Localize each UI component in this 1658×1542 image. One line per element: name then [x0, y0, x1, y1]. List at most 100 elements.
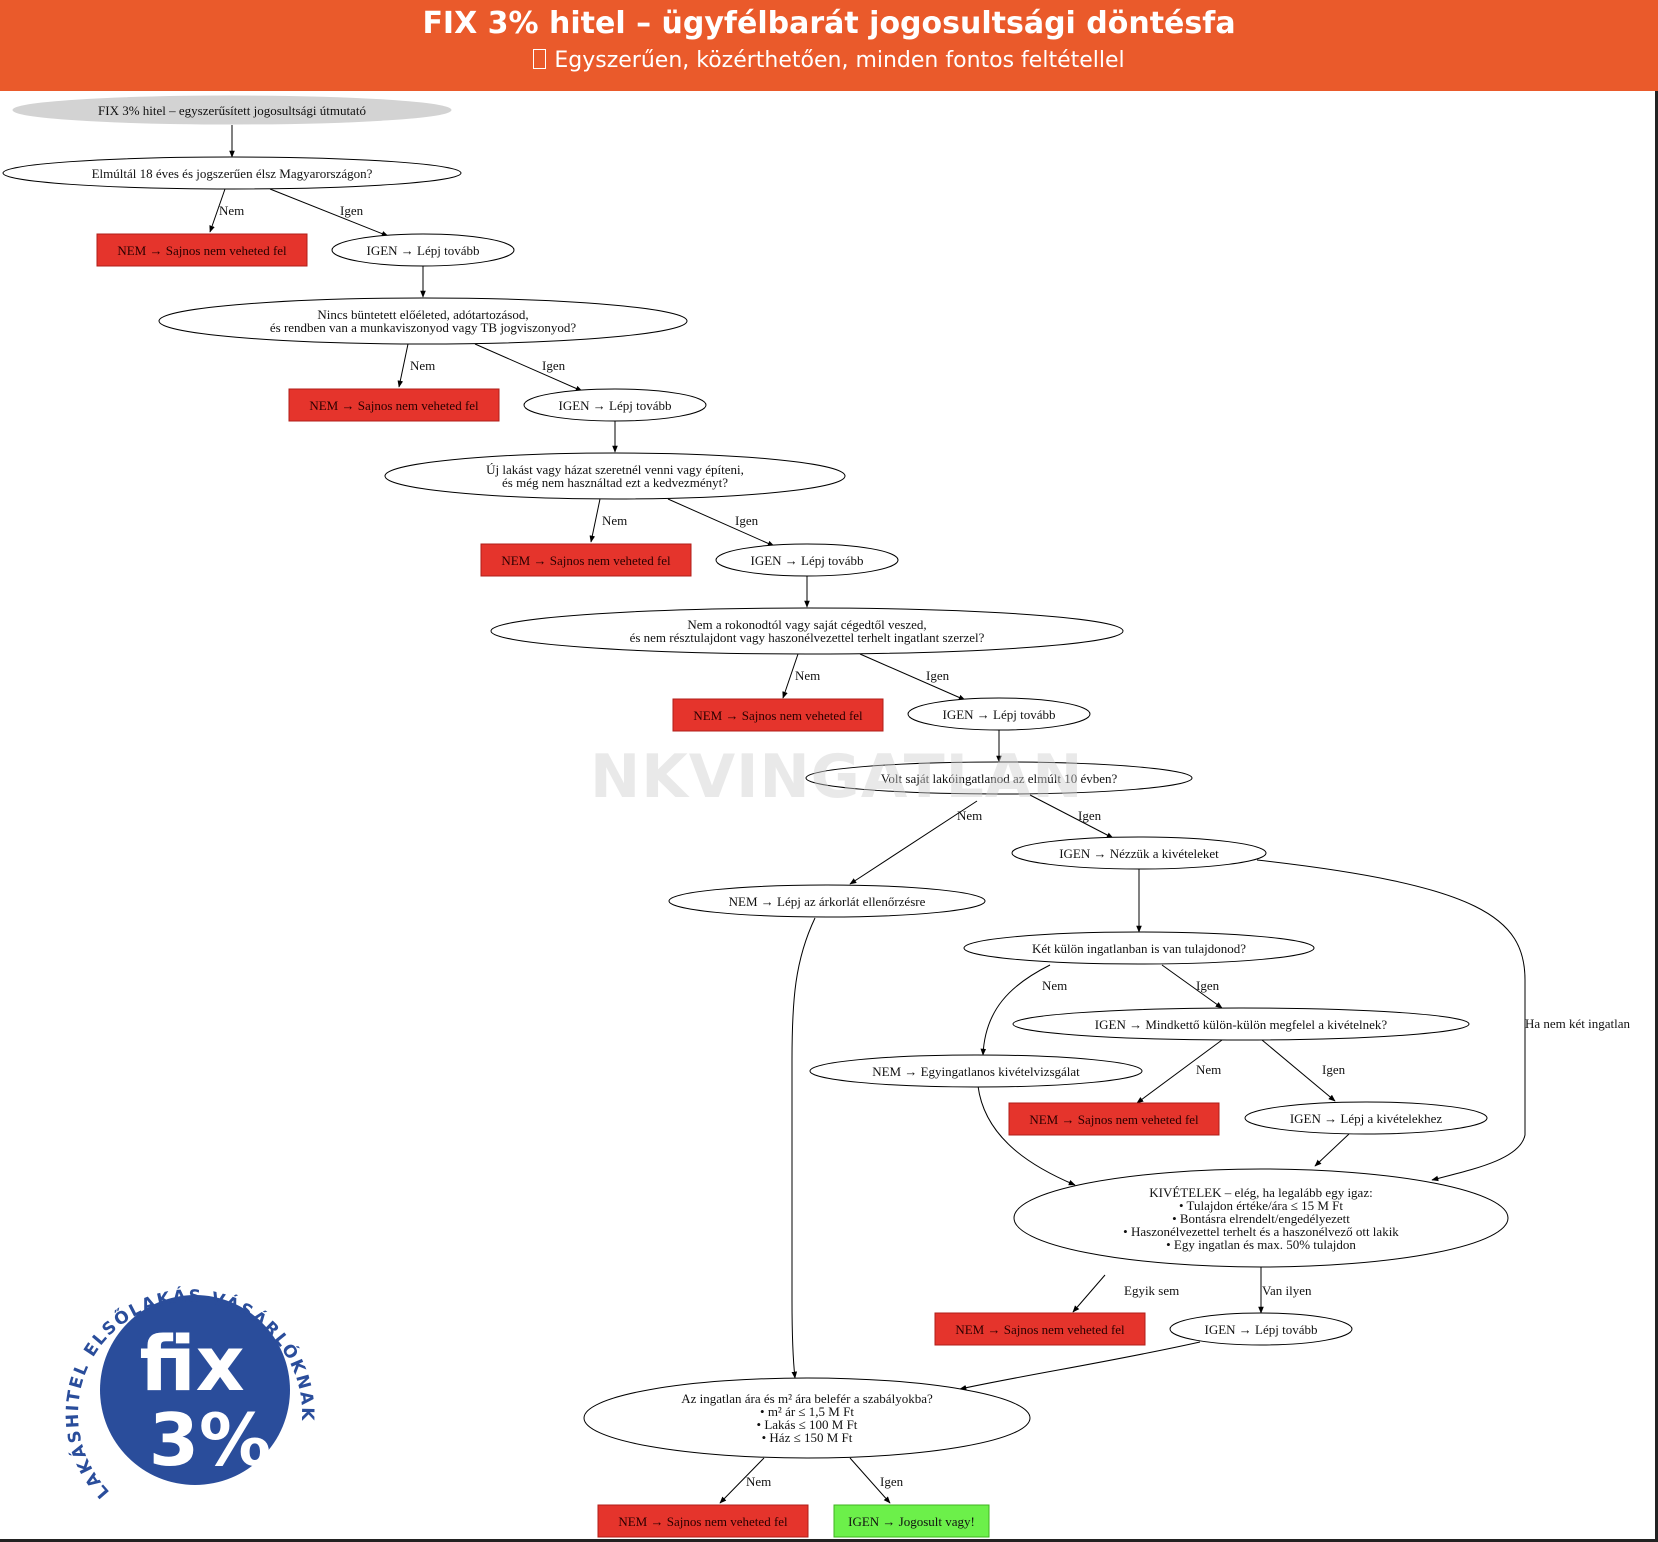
edge-label-igen-2: Igen: [542, 358, 566, 373]
node-no-single-shape: [809, 1054, 1143, 1088]
node-no-price: NEM → Lépj az árkorlát ellenőrzésre: [728, 893, 926, 909]
edge-label-igen-8: Igen: [880, 1474, 904, 1489]
edge-q-new-no3: [589, 498, 601, 543]
edge-label-nem-7: Nem: [1196, 1062, 1221, 1077]
edge-q-10years-no: [849, 800, 978, 885]
logo-circle: [100, 1295, 290, 1485]
node-q-record: Nincs büntetett előéleted, adótartozásod…: [269, 307, 577, 335]
node-q-relative: Nem a rokonodtól vagy saját cégedtől ves…: [629, 617, 985, 645]
edge-label-nem-2: Nem: [410, 358, 435, 373]
node-q-two-shape: [963, 931, 1315, 965]
node-q-relative-shape: [490, 607, 1124, 655]
node-q-new-shape: [384, 452, 846, 500]
edge-label-igen-7: Igen: [1322, 1062, 1346, 1077]
node-q-age-shape: [2, 156, 462, 190]
node-no2: NEM → Sajnos nem veheted fel: [309, 397, 479, 413]
node-q-10years: Volt saját lakóingatlanod az elmúlt 10 é…: [880, 770, 1118, 786]
edge-q-two-yes: [1161, 964, 1223, 1009]
node-final-shape: [833, 1504, 990, 1538]
node-q-both: IGEN → Mindkettő külön-külön megfelel a …: [1094, 1016, 1388, 1032]
node-q-new: Új lakást vagy házat szeretnél venni vag…: [486, 462, 744, 490]
edge-yes-exc2-exceptions: [1314, 1133, 1350, 1167]
edge-label-igen-1: Igen: [340, 203, 364, 218]
node-yes4-shape: [907, 697, 1091, 731]
node-yes6: IGEN → Lépj tovább: [1204, 1321, 1318, 1337]
edge-q-new-yes3: [667, 498, 775, 547]
node-yes3: IGEN → Lépj tovább: [750, 552, 864, 568]
node-q-price: Az ingatlan ára és m² ára belefér a szab…: [681, 1391, 933, 1445]
edge-label-nem-1: Nem: [219, 203, 244, 218]
node-no6-shape: [934, 1312, 1146, 1346]
edge-q-both-no: [1136, 1039, 1223, 1104]
node-exceptions: KIVÉTELEK – elég, ha legalább egy igaz: …: [1123, 1184, 1399, 1252]
page-subtitle: Egyszerűen, közérthetően, minden fontos …: [0, 39, 1658, 73]
edge-q-relative-yes4: [859, 653, 966, 701]
edge-labels: Nem Igen Nem Igen Nem Igen Nem Igen Nem …: [219, 203, 1631, 1489]
edge-q-relative-no4: [782, 653, 799, 699]
node-yes-exc2: IGEN → Lépj a kivételekhez: [1289, 1110, 1443, 1126]
edge-yes6-q-price: [959, 1341, 1201, 1391]
node-q-price-shape: [583, 1377, 1031, 1459]
node-no-price-shape: [668, 884, 986, 918]
node-no4: NEM → Sajnos nem veheted fel: [693, 707, 863, 723]
node-no4-shape: [672, 698, 884, 732]
edges: [209, 125, 1526, 1504]
logo-percent: 3%: [149, 1398, 271, 1482]
node-no2-shape: [288, 388, 500, 422]
edge-exceptions-no6: [1072, 1274, 1106, 1313]
node-yes2-shape: [523, 388, 707, 422]
node-yes1: IGEN → Lépj tovább: [366, 242, 480, 258]
edge-label-igen-3: Igen: [735, 513, 759, 528]
node-exceptions-shape: [1013, 1168, 1509, 1268]
edge-label-nem-6: Nem: [1042, 978, 1067, 993]
edge-no-single-exceptions: [977, 1085, 1076, 1186]
fix3-logo: LAKÁSHITEL ELSŐLAKÁS-VÁSÁRLÓKNAK fix 3%: [63, 1284, 315, 1502]
node-final: IGEN → Jogosult vagy!: [848, 1513, 975, 1529]
node-yes-exc: IGEN → Nézzük a kivételeket: [1059, 845, 1219, 861]
page-title: FIX 3% hitel – ügyfélbarát jogosultsági …: [422, 6, 1236, 41]
edge-label-nem-4: Nem: [795, 668, 820, 683]
edge-q-both-yes: [1261, 1039, 1336, 1102]
edge-label-nem-5: Nem: [957, 808, 982, 823]
nodes: FIX 3% hitel – egyszerűsített jogosultsá…: [2, 95, 1509, 1538]
edge-yes-exc-exceptions: [1256, 859, 1526, 1182]
node-no-single: NEM → Egyingatlanos kivételvizsgálat: [872, 1063, 1080, 1079]
node-no6: NEM → Sajnos nem veheted fel: [955, 1321, 1125, 1337]
node-yes1-shape: [331, 233, 515, 267]
node-yes4: IGEN → Lépj tovább: [942, 706, 1056, 722]
edge-q-price-final: [849, 1457, 891, 1504]
node-start-shape: [12, 95, 452, 125]
node-yes3-shape: [715, 543, 899, 577]
edge-q-age-no1: [209, 188, 226, 233]
edge-q-price-no7: [719, 1457, 765, 1504]
node-no3-shape: [480, 543, 692, 577]
node-q-record-shape: [158, 297, 688, 345]
logo-word: fix: [139, 1319, 244, 1408]
node-yes-exc2-shape: [1244, 1101, 1488, 1135]
missing-glyph-icon: [533, 49, 547, 69]
edge-label-igen-4: Igen: [926, 668, 950, 683]
node-no5: NEM → Sajnos nem veheted fel: [1029, 1111, 1199, 1127]
edge-q-age-yes1: [269, 188, 389, 237]
edge-label-van-ilyen: Van ilyen: [1262, 1283, 1312, 1298]
edge-label-egyik-sem: Egyik sem: [1124, 1283, 1179, 1298]
node-q-10years-shape: [805, 761, 1193, 795]
node-q-two: Két külön ingatlanban is van tulajdonod?: [1031, 940, 1247, 956]
node-no1: NEM → Sajnos nem veheted fel: [117, 242, 287, 258]
edge-q-10years-yes: [1029, 794, 1114, 839]
node-q-both-shape: [1012, 1007, 1470, 1041]
node-yes2: IGEN → Lépj tovább: [558, 397, 672, 413]
node-q-age: Elmúltál 18 éves és jogszerűen élsz Magy…: [91, 165, 373, 181]
edge-label-igen-5: Igen: [1078, 808, 1102, 823]
node-no1-shape: [96, 233, 308, 267]
node-yes6-shape: [1169, 1312, 1353, 1346]
edge-label-nem-8: Nem: [746, 1474, 771, 1489]
edge-no-price-q-price: [791, 917, 816, 1379]
edge-q-record-yes2: [474, 343, 583, 392]
edge-q-two-no-single: [980, 964, 1051, 1056]
node-start: FIX 3% hitel – egyszerűsített jogosultsá…: [98, 102, 366, 118]
edge-label-igen-6: Igen: [1196, 978, 1220, 993]
edge-q-record-no2: [397, 343, 409, 388]
edge-label-nem-3: Nem: [602, 513, 627, 528]
